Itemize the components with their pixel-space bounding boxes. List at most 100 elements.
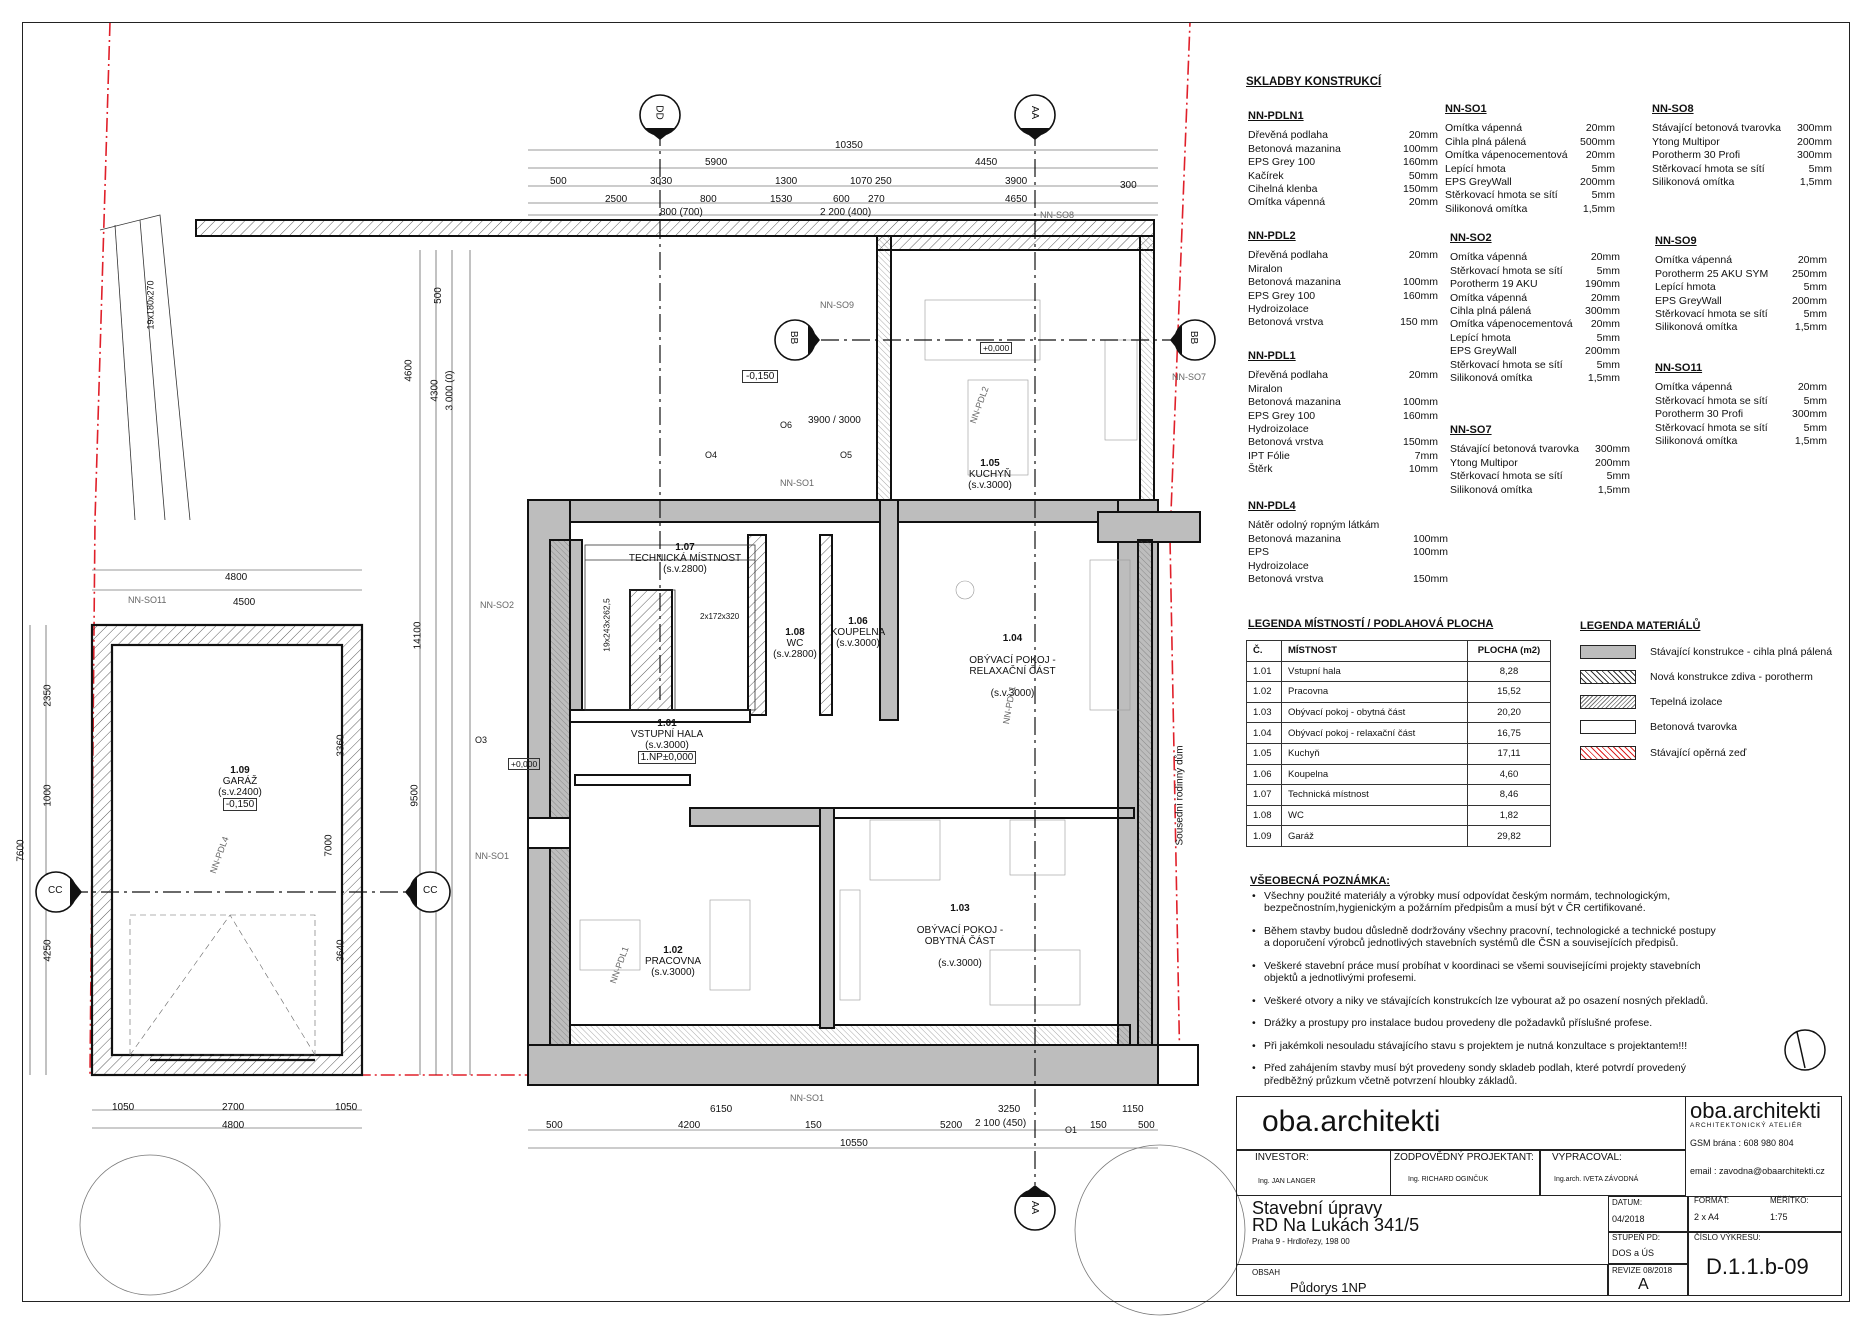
material-label: Tepelná izolace bbox=[1650, 696, 1723, 708]
spec-row-value: 1,5mm bbox=[1794, 435, 1827, 448]
dim-l-4600: 4600 bbox=[403, 359, 415, 382]
prep-label: VYPRACOVAL: bbox=[1552, 1152, 1622, 1163]
spec-row-value: 200mm bbox=[1584, 345, 1620, 358]
dim-b-2100-450: 2 100 (450) bbox=[975, 1118, 1027, 1129]
room-1-09: 1.09 GARÁŽ (s.v.2400) -0,150 bbox=[205, 765, 275, 811]
spec-row-name: Omítka vápenná bbox=[1248, 196, 1326, 209]
material-label: Betonová tvarovka bbox=[1650, 721, 1737, 733]
cell: 1.08 bbox=[1246, 804, 1282, 827]
section-cut-lines bbox=[70, 128, 1190, 1185]
spec-row-value: 20mm bbox=[1797, 381, 1827, 394]
nn-so1-top: NN-SO1 bbox=[780, 478, 815, 488]
dim-l-9500: 9500 bbox=[409, 784, 421, 807]
spec-row-name: EPS Grey 100 bbox=[1248, 289, 1316, 302]
room-name: TECHNICKÁ MÍSTNOST bbox=[628, 553, 742, 564]
note-item: Při jakémkoli nesouladu stávajícího stav… bbox=[1250, 1040, 1720, 1053]
interior-stair bbox=[584, 544, 756, 711]
dim-l-2350: 2350 bbox=[42, 684, 54, 707]
drawing-no-cell bbox=[1688, 1232, 1842, 1296]
nn-so9: NN-SO9 bbox=[820, 300, 855, 310]
stage-cell bbox=[1608, 1232, 1688, 1264]
dim-g-7000: 7000 bbox=[323, 834, 335, 857]
swatch-insulation bbox=[1580, 695, 1636, 709]
level-label-a: -0,150 bbox=[742, 370, 779, 383]
dim-1300: 1300 bbox=[775, 176, 798, 187]
material-label: Stávající konstrukce - cihla plná pálená bbox=[1650, 646, 1833, 658]
room-num: 1.09 bbox=[230, 765, 250, 776]
section-markers bbox=[35, 94, 1216, 1231]
dim-270: 270 bbox=[868, 194, 885, 205]
room-height: (s.v.3000) bbox=[968, 480, 1012, 491]
room-num: 1.06 bbox=[848, 616, 868, 627]
cell: 16,75 bbox=[1467, 722, 1551, 744]
spec-row-value: 20mm bbox=[1408, 249, 1438, 262]
prep-cell bbox=[1540, 1150, 1686, 1196]
spec-row-value: 5mm bbox=[1803, 421, 1827, 434]
spec-code: NN-SO8 bbox=[1652, 103, 1694, 115]
spec-row-name: Stěrkovací hmota se sítí bbox=[1450, 358, 1563, 371]
swatch-block bbox=[1580, 720, 1636, 734]
spec-row-name: Omítka vápenocementová bbox=[1445, 149, 1568, 162]
table-header-row: Č. MÍSTNOST PLOCHA (m2) bbox=[1246, 640, 1551, 662]
level-label-kitchen: +0,000 bbox=[980, 342, 1013, 354]
note-item: Všechny použité materiály a výrobky musí… bbox=[1250, 890, 1720, 915]
spec-row-name: Lepící hmota bbox=[1450, 331, 1511, 344]
window-o3: O3 bbox=[475, 735, 488, 745]
spec-code: NN-SO1 bbox=[1445, 103, 1487, 115]
spec-row-value: 10mm bbox=[1408, 463, 1438, 476]
spec-row-name: Stěrkovací hmota se sítí bbox=[1655, 421, 1768, 434]
investor-label: INVESTOR: bbox=[1255, 1152, 1309, 1163]
spec-code: NN-SO7 bbox=[1450, 424, 1492, 436]
resp-cell bbox=[1390, 1150, 1540, 1196]
spec-row-name: Silikonová omítka bbox=[1445, 202, 1528, 215]
room-name: OBÝVACÍ POKOJ - OBYTNÁ ČÁST bbox=[916, 925, 1004, 947]
format-scale-cell bbox=[1688, 1196, 1842, 1232]
spec-row-value: 300mm bbox=[1796, 122, 1832, 135]
table-header: PLOCHA (m2) bbox=[1467, 640, 1551, 662]
swatch-retaining-wall bbox=[1580, 746, 1636, 760]
cell: 29,82 bbox=[1467, 825, 1551, 847]
spec-row-name: Stěrkovací hmota se sítí bbox=[1450, 264, 1563, 277]
spec-row-value: 5mm bbox=[1596, 264, 1620, 277]
spec-title: SKLADBY KONSTRUKCÍ bbox=[1246, 76, 1382, 88]
cell: WC bbox=[1281, 804, 1468, 827]
spec-row-name: Omítka vápenocementová bbox=[1450, 318, 1573, 331]
note-item: Veškeré stavební práce musí probíhat v k… bbox=[1250, 960, 1720, 985]
spec-row-value: 20mm bbox=[1408, 369, 1438, 382]
spec-row-name: Lepící hmota bbox=[1655, 281, 1716, 294]
table-header: Č. bbox=[1246, 640, 1282, 662]
content-label: OBSAH bbox=[1252, 1268, 1281, 1277]
spec-row-name: Stávající betonová tvarovka bbox=[1450, 443, 1579, 456]
spec-row-name: Betonová vrstva bbox=[1248, 436, 1324, 449]
spec-row-value: 1,5mm bbox=[1794, 321, 1827, 334]
spec-row-value: 160mm bbox=[1402, 156, 1438, 169]
spec-row-name: EPS Grey 100 bbox=[1248, 156, 1316, 169]
room-num: 1.01 bbox=[657, 718, 677, 729]
drawing-number: D.1.1.b-09 bbox=[1706, 1254, 1809, 1279]
spec-row-name: Ytong Multipor bbox=[1652, 135, 1720, 148]
cell: 1.05 bbox=[1246, 742, 1282, 765]
room-1-02: 1.02 PRACOVNA (s.v.3000) bbox=[633, 945, 713, 978]
prep: Ing.arch. IVETA ZÁVODNÁ bbox=[1554, 1176, 1639, 1183]
dim-garage-4500: 4500 bbox=[233, 597, 256, 608]
nn-so1-left: NN-SO1 bbox=[475, 851, 510, 861]
material-label: Nová konstrukce zdiva - porotherm bbox=[1650, 671, 1813, 683]
spec-row-value: 5mm bbox=[1803, 308, 1827, 321]
cell: 1.07 bbox=[1246, 784, 1282, 806]
section-label-bb-left: BB bbox=[788, 330, 800, 345]
material-label: Stávající opěrná zeď bbox=[1650, 747, 1747, 759]
dim-b-1150: 1150 bbox=[1122, 1104, 1144, 1115]
spec-row-name: Kačírek bbox=[1248, 169, 1284, 182]
spec-row-value: 20mm bbox=[1590, 318, 1620, 331]
spec-row-name: Omítka vápenná bbox=[1445, 122, 1523, 135]
dim-3030: 3030 bbox=[650, 176, 673, 187]
format-label: FORMÁT: bbox=[1694, 1196, 1730, 1205]
content-cell bbox=[1236, 1264, 1608, 1296]
dim-g-3360: 3360 bbox=[335, 734, 347, 757]
revision-label: REVIZE 08/2018 bbox=[1612, 1266, 1673, 1275]
nn-so7: NN-SO7 bbox=[1172, 372, 1207, 382]
